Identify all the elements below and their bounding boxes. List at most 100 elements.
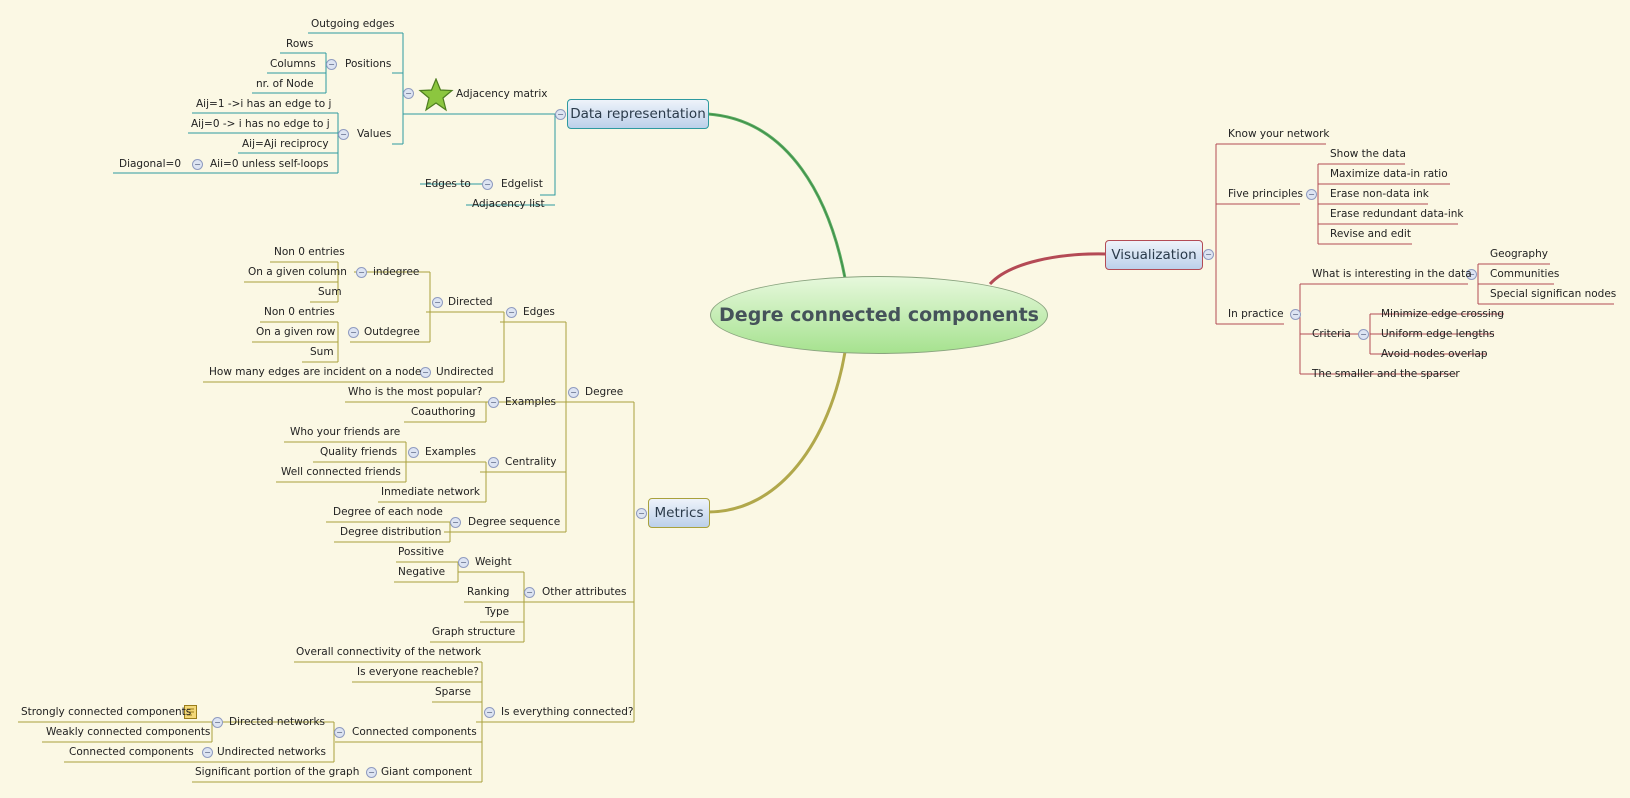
node-values[interactable]: Values (357, 128, 392, 140)
node-centrality[interactable]: Centrality (505, 456, 557, 468)
node-value-1[interactable]: Aij=1 ->i has an edge to j (196, 98, 332, 110)
collapse-button[interactable]: − (408, 447, 419, 458)
collapse-button[interactable]: − (488, 397, 499, 408)
node-connected-components-2[interactable]: Connected components (69, 746, 194, 758)
node-principle-1[interactable]: Show the data (1330, 148, 1406, 160)
node-value-3[interactable]: Aij=Aji reciprocy (242, 138, 329, 150)
node-non0-in[interactable]: Non 0 entries (274, 246, 345, 258)
node-outgoing-edges[interactable]: Outgoing edges (311, 18, 395, 30)
node-directed-networks[interactable]: Directed networks (229, 716, 326, 728)
node-ranking[interactable]: Ranking (467, 586, 510, 598)
node-principle-2[interactable]: Maximize data-in ratio (1330, 168, 1448, 180)
node-principle-4[interactable]: Erase redundant data-ink (1330, 208, 1464, 220)
node-degree[interactable]: Degree (585, 386, 624, 398)
node-how-many-edges[interactable]: How many edges are incident on a node (209, 366, 422, 378)
collapse-button[interactable]: − (366, 767, 377, 778)
node-inmediate-network[interactable]: Inmediate network (381, 486, 481, 498)
node-five-principles[interactable]: Five principles (1228, 188, 1303, 200)
collapse-button[interactable]: − (1466, 269, 1477, 280)
node-most-popular[interactable]: Who is the most popular? (348, 386, 483, 398)
node-edges[interactable]: Edges (523, 306, 555, 318)
node-criteria-3[interactable]: Avoid nodes overlap (1381, 348, 1488, 360)
node-in-practice[interactable]: In practice (1228, 308, 1284, 320)
node-adjacency-list[interactable]: Adjacency list (472, 198, 545, 210)
node-columns[interactable]: Columns (270, 58, 316, 70)
node-principle-5[interactable]: Revise and edit (1330, 228, 1411, 240)
collapse-button[interactable]: − (1290, 309, 1301, 320)
node-criteria-2[interactable]: Uniform edge lengths (1381, 328, 1495, 340)
collapse-button[interactable]: − (524, 587, 535, 598)
node-everything-connected[interactable]: Is everything connected? (501, 706, 634, 718)
collapse-button[interactable]: − (326, 59, 337, 70)
node-edgelist[interactable]: Edgelist (501, 178, 543, 190)
node-interesting[interactable]: What is interesting in the data (1312, 268, 1472, 280)
collapse-button[interactable]: − (334, 727, 345, 738)
topic-data-representation[interactable]: Data representation (567, 99, 709, 129)
collapse-button[interactable]: − (1306, 189, 1317, 200)
node-sum-out[interactable]: Sum (310, 346, 334, 358)
node-quality-friends[interactable]: Quality friends (320, 446, 398, 458)
node-adjacency-matrix[interactable]: Adjacency matrix (456, 88, 548, 100)
node-coauthoring[interactable]: Coauthoring (411, 406, 476, 418)
node-possitive[interactable]: Possitive (398, 546, 444, 558)
node-weakly-connected[interactable]: Weakly connected components (46, 726, 211, 738)
node-reachable[interactable]: Is everyone reacheble? (357, 666, 479, 678)
collapse-button[interactable]: − (356, 267, 367, 278)
node-examples-2[interactable]: Examples (425, 446, 477, 458)
node-value-2[interactable]: Aij=0 -> i has no edge to j (191, 118, 330, 130)
collapse-button[interactable]: − (1203, 249, 1214, 260)
node-degree-distribution[interactable]: Degree distribution (340, 526, 442, 538)
node-weight[interactable]: Weight (475, 556, 512, 568)
node-nr-of-node[interactable]: nr. of Node (256, 78, 314, 90)
node-type[interactable]: Type (485, 606, 510, 618)
node-know-your-network[interactable]: Know your network (1228, 128, 1330, 140)
node-graph-structure[interactable]: Graph structure (432, 626, 516, 638)
node-value-4[interactable]: Aii=0 unless self-loops (210, 158, 329, 170)
node-who-friends[interactable]: Who your friends are (290, 426, 401, 438)
node-criteria[interactable]: Criteria (1312, 328, 1351, 340)
node-other-attributes[interactable]: Other attributes (542, 586, 627, 598)
node-overall-connectivity[interactable]: Overall connectivity of the network (296, 646, 482, 658)
collapse-button[interactable]: − (636, 508, 647, 519)
node-directed[interactable]: Directed (448, 296, 493, 308)
node-on-given-column[interactable]: On a given column (248, 266, 347, 278)
node-positions[interactable]: Positions (345, 58, 392, 70)
node-degree-sequence[interactable]: Degree sequence (468, 516, 561, 528)
collapse-button[interactable]: − (432, 297, 443, 308)
collapse-button[interactable]: − (506, 307, 517, 318)
collapse-button[interactable]: − (458, 557, 469, 568)
node-degree-each[interactable]: Degree of each node (333, 506, 443, 518)
topic-metrics[interactable]: Metrics (648, 498, 710, 528)
node-undirected[interactable]: Undirected (436, 366, 494, 378)
node-special-nodes[interactable]: Special significan nodes (1490, 288, 1617, 300)
node-criteria-1[interactable]: Minimize edge crossing (1381, 308, 1505, 320)
node-diagonal[interactable]: Diagonal=0 (119, 158, 182, 170)
node-examples[interactable]: Examples (505, 396, 557, 408)
node-communities[interactable]: Communities (1490, 268, 1560, 280)
topic-visualization[interactable]: Visualization (1105, 240, 1203, 270)
collapse-button[interactable]: − (484, 707, 495, 718)
node-indegree[interactable]: indegree (373, 266, 420, 278)
collapse-button[interactable]: − (338, 129, 349, 140)
node-geography[interactable]: Geography (1490, 248, 1548, 260)
node-undirected-networks[interactable]: Undirected networks (217, 746, 326, 758)
collapse-button[interactable]: − (192, 159, 203, 170)
collapse-button[interactable]: − (488, 457, 499, 468)
collapse-button[interactable]: − (420, 367, 431, 378)
node-sum-in[interactable]: Sum (318, 286, 342, 298)
node-non0-out[interactable]: Non 0 entries (264, 306, 335, 318)
node-strongly-connected[interactable]: Strongly connected components (21, 706, 192, 718)
collapse-button[interactable]: − (212, 717, 223, 728)
node-giant-component[interactable]: Giant component (381, 766, 472, 778)
node-significant-portion[interactable]: Significant portion of the graph (195, 766, 360, 778)
node-sparse[interactable]: Sparse (435, 686, 472, 698)
node-edges-to[interactable]: Edges to (425, 178, 471, 190)
node-smaller-sparser[interactable]: The smaller and the sparser (1312, 368, 1460, 380)
node-on-given-row[interactable]: On a given row (256, 326, 336, 338)
collapse-button[interactable]: − (482, 179, 493, 190)
collapse-button[interactable]: − (1358, 329, 1369, 340)
node-well-connected[interactable]: Well connected friends (281, 466, 401, 478)
node-negative[interactable]: Negative (398, 566, 446, 578)
collapse-button[interactable]: − (450, 517, 461, 528)
central-topic[interactable]: Degre connected components (710, 276, 1048, 354)
